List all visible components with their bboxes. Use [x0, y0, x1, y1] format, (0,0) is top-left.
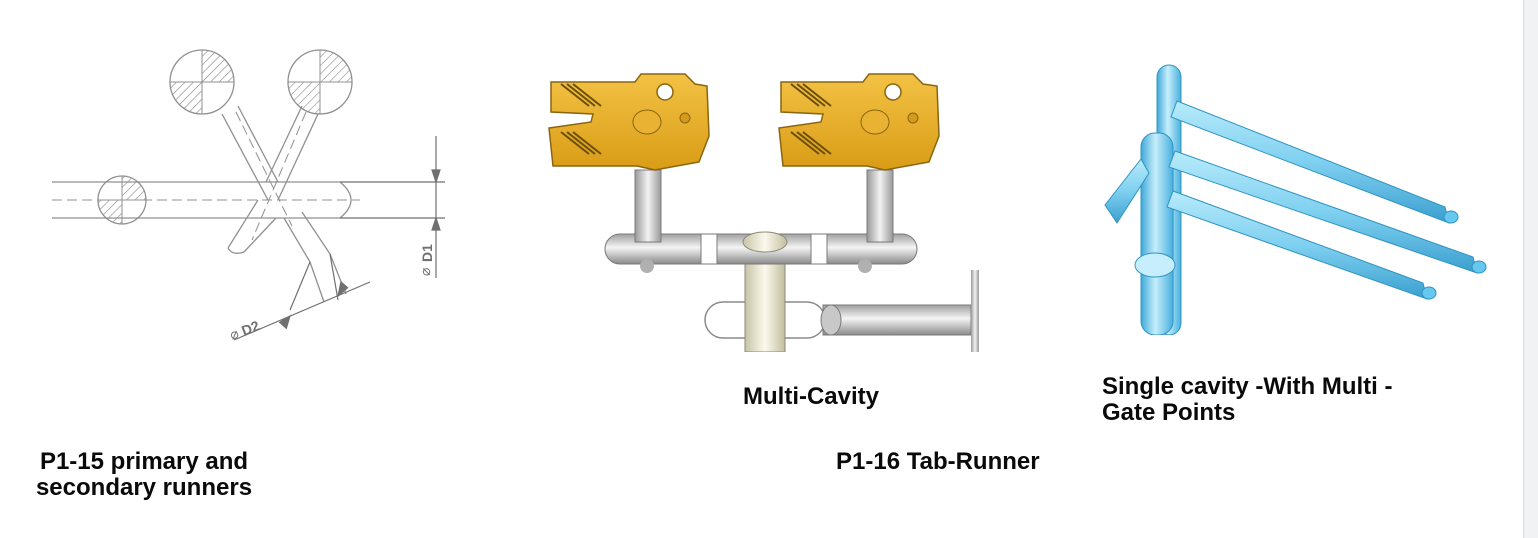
runner-bar-bottom	[1166, 190, 1437, 300]
cavity-circle-left	[169, 49, 235, 115]
d2-label: D2	[239, 317, 262, 339]
d1-diameter-symbol: ⌀	[417, 268, 433, 276]
brace	[1104, 158, 1150, 224]
left-molded-part	[548, 73, 710, 171]
d1-label: D1	[419, 244, 435, 262]
secondary-runners	[221, 105, 347, 303]
main-runner	[604, 231, 918, 273]
caption-single-cavity-line2: Gate Points	[1102, 399, 1236, 426]
runner-drawing: ⌀ D1 ⌀ D2	[52, 49, 445, 343]
runner-bar-middle	[1168, 150, 1487, 274]
scrollbar-edge	[1523, 0, 1538, 538]
left-post	[634, 169, 662, 243]
multi-cavity-render	[548, 73, 979, 352]
caption-single-cavity-line1: Single cavity -With Multi -	[1102, 373, 1393, 400]
single-cavity-render	[1104, 64, 1487, 335]
sprue-column-front	[1140, 132, 1174, 335]
hub-cap	[1134, 252, 1176, 278]
caption-tab-runner: P1-16 Tab-Runner	[836, 448, 1040, 475]
right-post	[866, 169, 894, 243]
caption-multi-cavity: Multi-Cavity	[743, 383, 880, 410]
caption-primary-secondary: P1-15 primary and secondary runners	[35, 448, 253, 501]
d2-diameter-symbol: ⌀	[227, 325, 241, 343]
right-molded-part	[778, 73, 940, 171]
runner-bar-top	[1170, 100, 1459, 224]
sprue-circle	[97, 175, 147, 225]
cavity-circle-right	[287, 49, 353, 115]
dimension-d2	[233, 253, 371, 341]
dimension-d1	[340, 136, 445, 278]
